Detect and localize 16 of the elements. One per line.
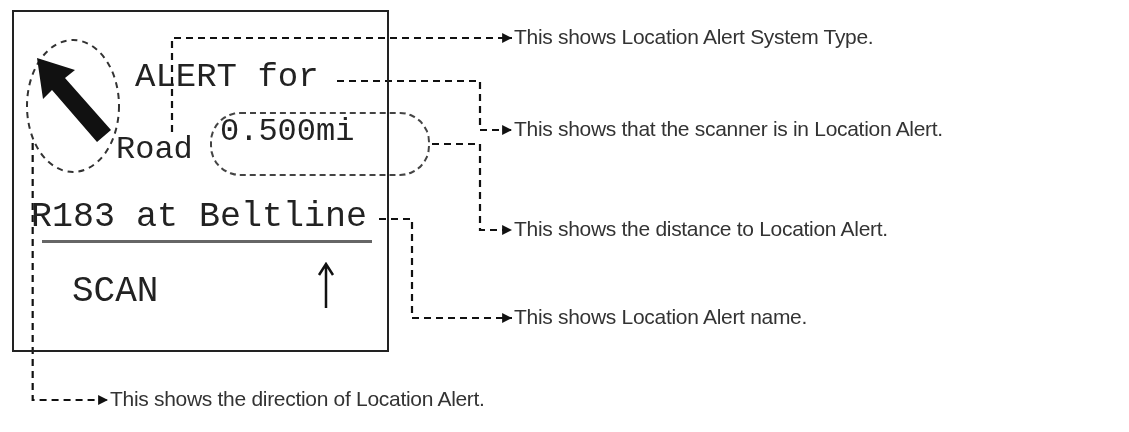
leader-line bbox=[432, 142, 512, 235]
callout-text: This shows the distance to Location Alert. bbox=[514, 218, 1114, 242]
status-text: SCAN bbox=[72, 274, 159, 310]
display-screen bbox=[12, 10, 389, 352]
callout-text: This shows Location Alert System Type. bbox=[514, 26, 1114, 50]
distance-readout: 0.500mi bbox=[210, 112, 430, 176]
callout-text: This shows Location Alert name. bbox=[514, 306, 1114, 330]
display-text: R183 at Beltline bbox=[31, 198, 377, 240]
leader-line bbox=[379, 217, 512, 323]
callout-text: This shows that the scanner is in Location Alert. bbox=[514, 118, 1124, 142]
callout-text: This shows the direction of Location Alert. bbox=[110, 388, 710, 412]
display-text: Road bbox=[116, 132, 196, 172]
leader-line bbox=[31, 142, 108, 405]
display-text: ALERT for bbox=[135, 58, 335, 104]
leader-line bbox=[170, 33, 512, 132]
leader-line bbox=[337, 79, 512, 135]
